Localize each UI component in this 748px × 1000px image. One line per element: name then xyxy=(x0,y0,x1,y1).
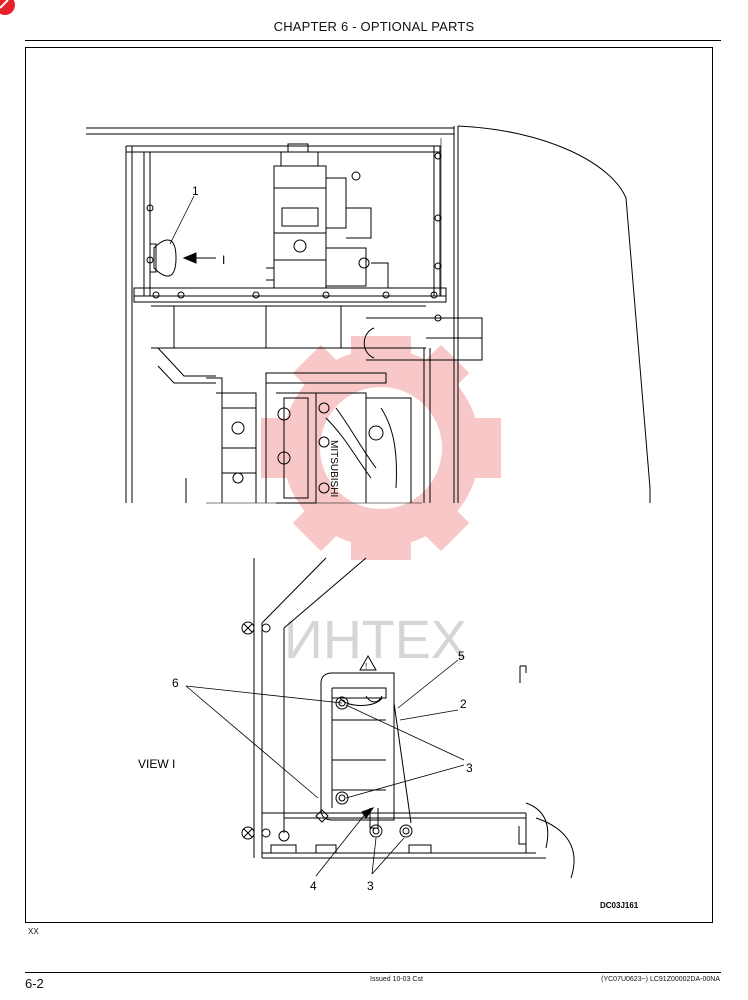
callout-1: 1 xyxy=(192,184,199,198)
footer-rule xyxy=(25,972,721,973)
watermark-gear-icon xyxy=(261,336,501,560)
corner-mark-icon xyxy=(0,0,15,15)
view-arrow-label: I xyxy=(222,253,225,267)
svg-text:MITSUBISHI: MITSUBISHI xyxy=(328,440,339,497)
issued-date: Issued 10-03 Cst xyxy=(370,976,423,983)
callout-3-bottom: 3 xyxy=(367,879,374,893)
figure-code: DC03J161 xyxy=(600,901,639,910)
callout-5: 6 xyxy=(172,676,179,690)
view-label: VIEW I xyxy=(138,757,175,771)
figure-frame xyxy=(25,47,713,923)
svg-text:!: ! xyxy=(365,662,367,671)
callout-3-right: 3 xyxy=(466,761,473,775)
chapter-title: CHAPTER 6 - OPTIONAL PARTS xyxy=(273,19,475,34)
document-code: (YC07U0623~) LC91Z00002DA-00NA xyxy=(601,976,720,983)
watermark-text: ИНТЕХ xyxy=(284,610,467,670)
page-number: 6-2 xyxy=(25,976,44,991)
callout-2: 2 xyxy=(460,697,467,711)
header-rule xyxy=(25,40,721,41)
callout-6: 5 xyxy=(458,649,465,663)
callout-4: 4 xyxy=(310,879,317,893)
small-code: XX xyxy=(28,927,39,936)
technical-drawing: ИНТЕХ xyxy=(86,125,651,910)
